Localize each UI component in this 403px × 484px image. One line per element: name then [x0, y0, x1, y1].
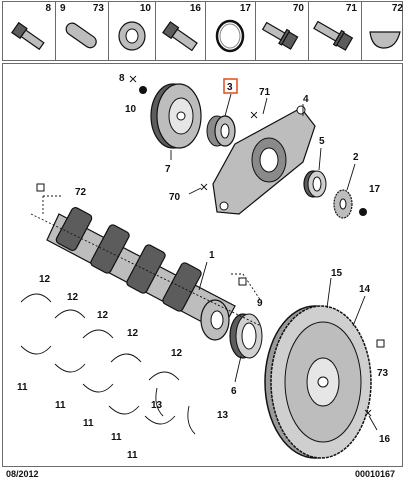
callout-16: 16: [379, 434, 391, 445]
callout-13: 13: [151, 400, 163, 411]
flywheel[interactable]: [264, 305, 372, 459]
leader-lines: [170, 93, 378, 431]
bolt-dot-17: [359, 208, 367, 216]
seal-ring-icon: [215, 19, 245, 53]
legend-number: 17: [239, 3, 251, 14]
front-cover-plate[interactable]: [212, 105, 316, 215]
legend-number: 8: [45, 3, 51, 14]
marker-box-9: [238, 277, 247, 286]
callout-4: 4: [303, 94, 309, 105]
exploded-view-diagram: 8 10 3 71 4 7 5 2 17 70 72 1 9 12 12 12 …: [2, 63, 403, 467]
legend-cell-10[interactable]: 10: [109, 2, 156, 60]
callout-11: 11: [55, 400, 66, 411]
legend-number: 10: [139, 3, 151, 14]
callout-12: 12: [39, 274, 51, 285]
callout-15: 15: [331, 268, 343, 279]
legend-cell-70[interactable]: 70: [256, 2, 309, 60]
legend-cell-71[interactable]: 71: [309, 2, 362, 60]
legend-cell-72[interactable]: 72: [362, 2, 403, 60]
callout-highlight: [223, 78, 238, 94]
callout-6: 6: [231, 386, 237, 397]
bolt-dot-10: [139, 86, 147, 94]
washer-icon: [118, 21, 146, 51]
bolt-cross-16: [364, 409, 372, 417]
callout-3: 3: [227, 82, 233, 93]
crank-pulley[interactable]: [150, 83, 202, 149]
callout-12: 12: [67, 292, 79, 303]
diagram-date: 08/2012: [6, 469, 39, 479]
legend-cell-9-73[interactable]: 9 73: [56, 2, 109, 60]
flange-bolt-icon: [261, 21, 299, 50]
legend-number: 73: [92, 3, 104, 14]
marker-box-73: [376, 339, 385, 348]
callout-70: 70: [169, 192, 181, 203]
bolt-icon: [11, 21, 45, 51]
bolt-icon: [162, 21, 198, 52]
bearing-shells-lower[interactable]: [20, 345, 176, 425]
callout-72: 72: [75, 187, 87, 198]
callout-73: 73: [377, 368, 389, 379]
rear-oil-seal[interactable]: [229, 313, 263, 359]
callout-5: 5: [319, 136, 325, 147]
oil-seal[interactable]: [303, 170, 327, 198]
legend-number: 71: [345, 3, 357, 14]
callout-11: 11: [17, 382, 28, 393]
legend-number: 72: [391, 3, 403, 14]
callout-8: 8: [119, 73, 125, 84]
callout-7: 7: [165, 164, 171, 175]
bolt-cross-71: [250, 111, 258, 119]
bearing-shells-upper[interactable]: [20, 293, 180, 381]
callout-11: 11: [111, 432, 122, 443]
parts-legend: 8 9 73 10 16: [2, 1, 403, 61]
woodruff-key-icon: [369, 31, 401, 49]
timing-sprocket[interactable]: [333, 189, 353, 219]
legend-number: 16: [189, 3, 201, 14]
diagram-reference-number: 00010167: [354, 469, 395, 479]
callout-labels: 8 10 3 71 4 7 5 2 17 70 72 1 9 12 12 12 …: [17, 73, 391, 461]
callout-11: 11: [83, 418, 94, 429]
legend-cell-17[interactable]: 17: [206, 2, 256, 60]
legend-cell-8[interactable]: 8: [3, 2, 56, 60]
callout-2: 2: [353, 152, 359, 163]
callout-71: 71: [259, 87, 271, 98]
callout-11: 11: [127, 450, 138, 461]
callout-10: 10: [125, 104, 137, 115]
callout-9: 9: [257, 298, 263, 309]
sprocket-gear[interactable]: [206, 115, 236, 147]
callout-17: 17: [369, 184, 381, 195]
legend-number: 70: [292, 3, 304, 14]
pin-icon: [65, 22, 97, 49]
legend-cell-16[interactable]: 16: [156, 2, 206, 60]
callout-12: 12: [171, 348, 183, 359]
callout-13: 13: [217, 410, 229, 421]
callout-1: 1: [209, 250, 215, 261]
bolt-cross-8: [129, 75, 137, 83]
reference-leader-72: [30, 183, 262, 327]
bolt-cross-70: [200, 183, 208, 191]
thrust-washers[interactable]: [155, 387, 196, 435]
callout-12: 12: [127, 328, 139, 339]
flange-bolt-icon: [313, 20, 354, 51]
callout-12: 12: [97, 310, 109, 321]
callout-14: 14: [359, 284, 371, 295]
crankshaft[interactable]: [46, 206, 236, 341]
legend-number: 9: [60, 3, 66, 14]
leader-9: [231, 273, 264, 305]
crankshaft-assembly-drawing: 8 10 3 71 4 7 5 2 17 70 72 1 9 12 12 12 …: [17, 73, 391, 461]
